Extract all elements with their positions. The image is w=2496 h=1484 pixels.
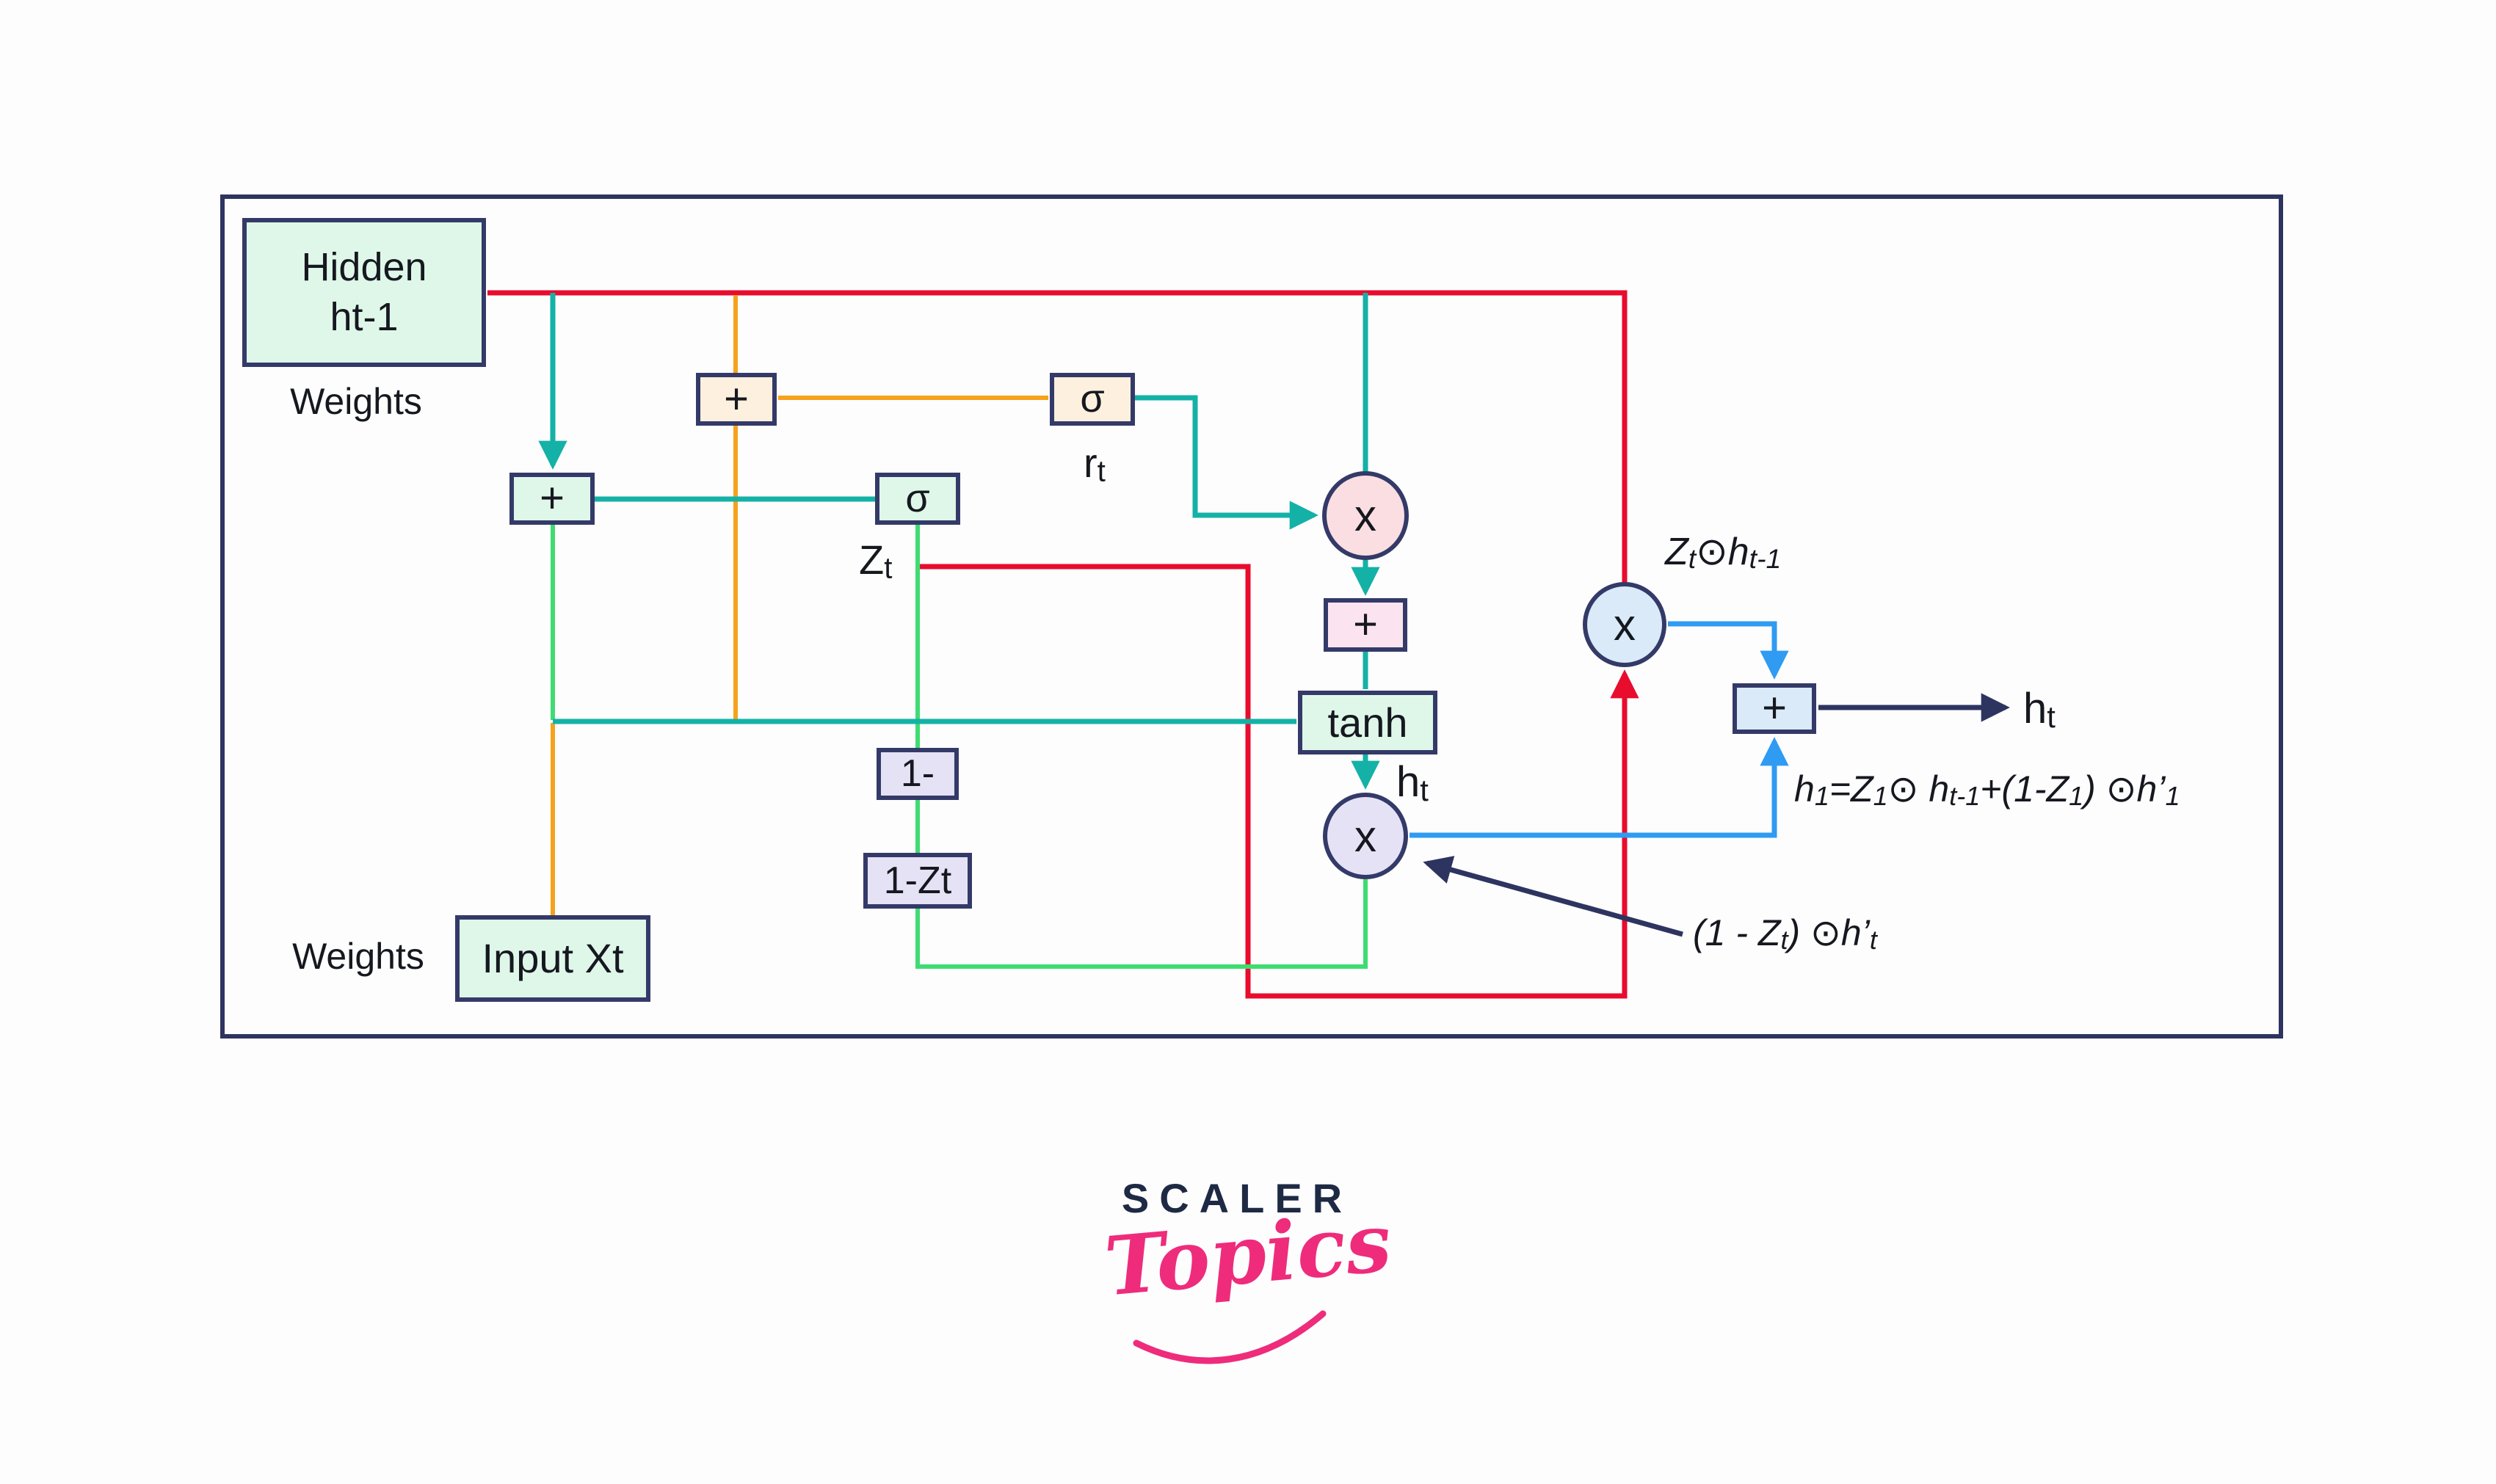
blue-candidate-to-add-line: [1410, 737, 1789, 838]
multiply-node-reset: x: [1322, 471, 1409, 560]
zt-odot-ht1-label: Zt⊙ht-1: [1665, 531, 1782, 575]
sigma-node-reset-gate: σ: [1050, 373, 1135, 426]
hidden-state-line2: ht-1: [330, 294, 399, 339]
teal-rt-to-mul-line: [1135, 395, 1318, 530]
rt-label: rt: [1084, 440, 1106, 488]
residual-term-label: (1 - Zt) ⊙h’t: [1693, 912, 1877, 956]
input-xt-box: Input Xt: [455, 915, 650, 1002]
multiply-node-update: x: [1583, 582, 1666, 667]
hidden-state-line1: Hidden: [301, 245, 427, 289]
add-node-candidate: +: [1324, 598, 1407, 652]
red-hidden-state-top-line: [487, 290, 1628, 583]
green-to-candidate-mul-line: [915, 879, 1368, 969]
diagram-frame: [220, 194, 2283, 1039]
weights-bottom-label: Weights: [292, 936, 424, 977]
add-node-hidden: +: [696, 373, 777, 426]
ht-candidate-label: ht: [1396, 758, 1429, 807]
tanh-node: tanh: [1298, 691, 1437, 754]
update-formula-label: h1=Z1⊙ ht-1+(1-Z1) ⊙h’1: [1794, 768, 2180, 812]
sigma-node-update-gate: σ: [875, 473, 960, 525]
logo-swash: [1133, 1310, 1327, 1364]
blue-mul-to-add-line: [1668, 621, 1789, 680]
one-minus-zt-box: 1-Zt: [863, 853, 972, 909]
hidden-state-box: Hidden ht-1: [242, 218, 486, 367]
weights-top-label: Weights: [290, 381, 422, 422]
zt-label: Zt: [859, 537, 893, 585]
one-minus-box: 1-: [877, 748, 959, 800]
add-node-output: +: [1733, 683, 1816, 734]
ht-output-label: ht: [2023, 685, 2056, 734]
multiply-node-candidate: x: [1323, 793, 1408, 879]
navy-residual-annotation-arrow: [1423, 856, 1683, 937]
scaler-logo-wordmark: SCALER: [1121, 1175, 1353, 1221]
red-zt-loop-line: [919, 564, 1639, 999]
add-node-update: +: [509, 473, 595, 525]
